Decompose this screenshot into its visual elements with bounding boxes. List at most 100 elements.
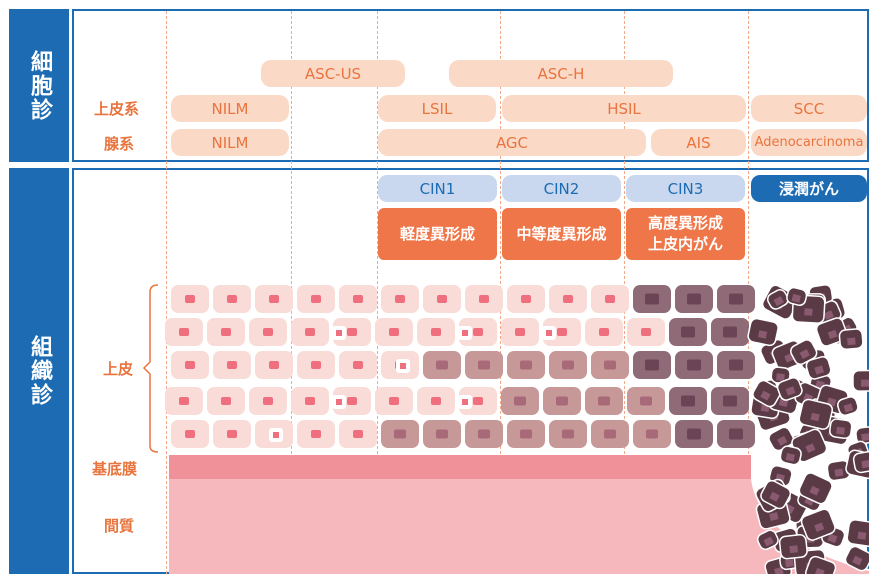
cancer-cell-nucleus (773, 296, 784, 307)
mild-dysplasia-text: 軽度異形成 (399, 224, 475, 243)
histology-section-label: 組織診 (9, 168, 69, 574)
cell-nucleus (562, 429, 574, 439)
cell-nucleus (462, 330, 468, 336)
cell-nucleus (473, 397, 483, 405)
row-label-basement-membrane: 基底膜 (92, 460, 138, 478)
cell-nucleus (640, 396, 652, 406)
cell-nucleus (394, 429, 406, 439)
severe-dysplasia-text: 高度異形成 (647, 214, 723, 232)
carcinoma-in-situ-text: 上皮内がん (647, 235, 723, 253)
stroma-area (169, 479, 869, 574)
cell-nucleus (478, 360, 490, 370)
cancer-cell-nucleus (861, 459, 869, 469)
cancer-cell-nucleus (760, 390, 771, 401)
row-label-squamous: 上皮系 (94, 100, 140, 118)
pill-scc: SCC (751, 95, 867, 122)
cell-nucleus (353, 361, 363, 369)
epithelium-bracket (142, 284, 159, 453)
pill-ais: AIS (651, 129, 746, 156)
cancer-cell-nucleus (857, 531, 867, 540)
cancer-cell-nucleus (827, 329, 838, 340)
cancer-cell-nucleus (769, 491, 780, 502)
cell-nucleus (185, 295, 195, 303)
cancer-cell-nucleus (823, 310, 834, 320)
cell-nucleus (546, 330, 552, 336)
cell-nucleus (520, 429, 532, 439)
pill-asc-h: ASC-H (449, 60, 673, 87)
cell-nucleus (646, 429, 658, 439)
cancer-cell-nucleus (810, 412, 820, 422)
moderate-dysplasia-text: 中等度異形成 (516, 224, 607, 243)
cell-nucleus (431, 397, 441, 405)
cell-nucleus (347, 397, 357, 405)
cell-nucleus (598, 396, 610, 406)
cell-nucleus (645, 293, 659, 305)
cell-nucleus (185, 430, 195, 438)
guide-line (377, 11, 378, 574)
cancer-cell-nucleus (784, 559, 794, 568)
cell-nucleus (263, 397, 273, 405)
cell-nucleus (641, 328, 651, 336)
cell-nucleus (599, 328, 609, 336)
cell-nucleus (389, 397, 399, 405)
cancer-cell-nucleus (769, 512, 779, 521)
cell-nucleus (687, 293, 701, 305)
cell-nucleus (681, 395, 695, 407)
cancer-cell-nucleus (814, 522, 825, 532)
cell-nucleus (221, 328, 231, 336)
pill-adenocarcinoma: Adenocarcinoma (751, 129, 867, 156)
cell-nucleus (556, 396, 568, 406)
row-label-stroma: 間質 (104, 517, 135, 535)
severe-dysplasia-label: 高度異形成 上皮内がん (626, 208, 745, 260)
cell-nucleus (431, 328, 441, 336)
cell-nucleus (400, 363, 406, 369)
moderate-dysplasia-label: 中等度異形成 (502, 208, 621, 260)
cancer-cell-nucleus (809, 485, 820, 496)
cell-nucleus (478, 429, 490, 439)
pill-lsil: LSIL (378, 95, 496, 122)
cancer-cell-nucleus (861, 379, 869, 387)
cell-nucleus (514, 396, 526, 406)
cancer-cell-nucleus (861, 433, 869, 442)
cancer-cell-nucleus (757, 330, 768, 339)
cell-nucleus (395, 295, 405, 303)
cell-nucleus (227, 361, 237, 369)
cell-nucleus (185, 361, 195, 369)
cell-nucleus (729, 359, 743, 371)
cell-nucleus (681, 326, 695, 338)
guide-line (166, 11, 167, 574)
cell-nucleus (436, 360, 448, 370)
cytology-section-label: 細胞診 (9, 9, 69, 162)
cell-nucleus (479, 295, 489, 303)
histology-label-text: 組織診 (27, 335, 52, 407)
cell-nucleus (269, 295, 279, 303)
cin3-label: CIN3 (626, 175, 745, 202)
pill-asc-us: ASC-US (261, 60, 405, 87)
pill-agc: AGC (378, 129, 646, 156)
cell-nucleus (729, 293, 743, 305)
cell-nucleus (305, 328, 315, 336)
cell-nucleus (273, 432, 279, 438)
cell-nucleus (687, 428, 701, 440)
cytology-label-text: 細胞診 (27, 49, 52, 122)
cell-nucleus (437, 295, 447, 303)
cell-nucleus (521, 295, 531, 303)
cell-nucleus (436, 429, 448, 439)
cell-nucleus (227, 430, 237, 438)
cancer-cell-nucleus (804, 308, 813, 316)
mild-dysplasia-label: 軽度異形成 (378, 208, 497, 260)
cell-nucleus (227, 295, 237, 303)
cancer-cell-nucleus (785, 453, 795, 462)
cell-nucleus (221, 397, 231, 405)
cancer-cell-nucleus (777, 435, 788, 446)
cell-nucleus (263, 328, 273, 336)
cell-nucleus (645, 359, 659, 371)
cancer-cell-nucleus (847, 337, 856, 346)
invasive-cancer-label: 浸潤がん (751, 175, 867, 202)
cancer-cell-nucleus (785, 386, 796, 396)
cell-nucleus (473, 328, 483, 336)
cancer-cell-nucleus (763, 536, 774, 547)
cell-nucleus (723, 395, 737, 407)
cell-nucleus (520, 360, 532, 370)
